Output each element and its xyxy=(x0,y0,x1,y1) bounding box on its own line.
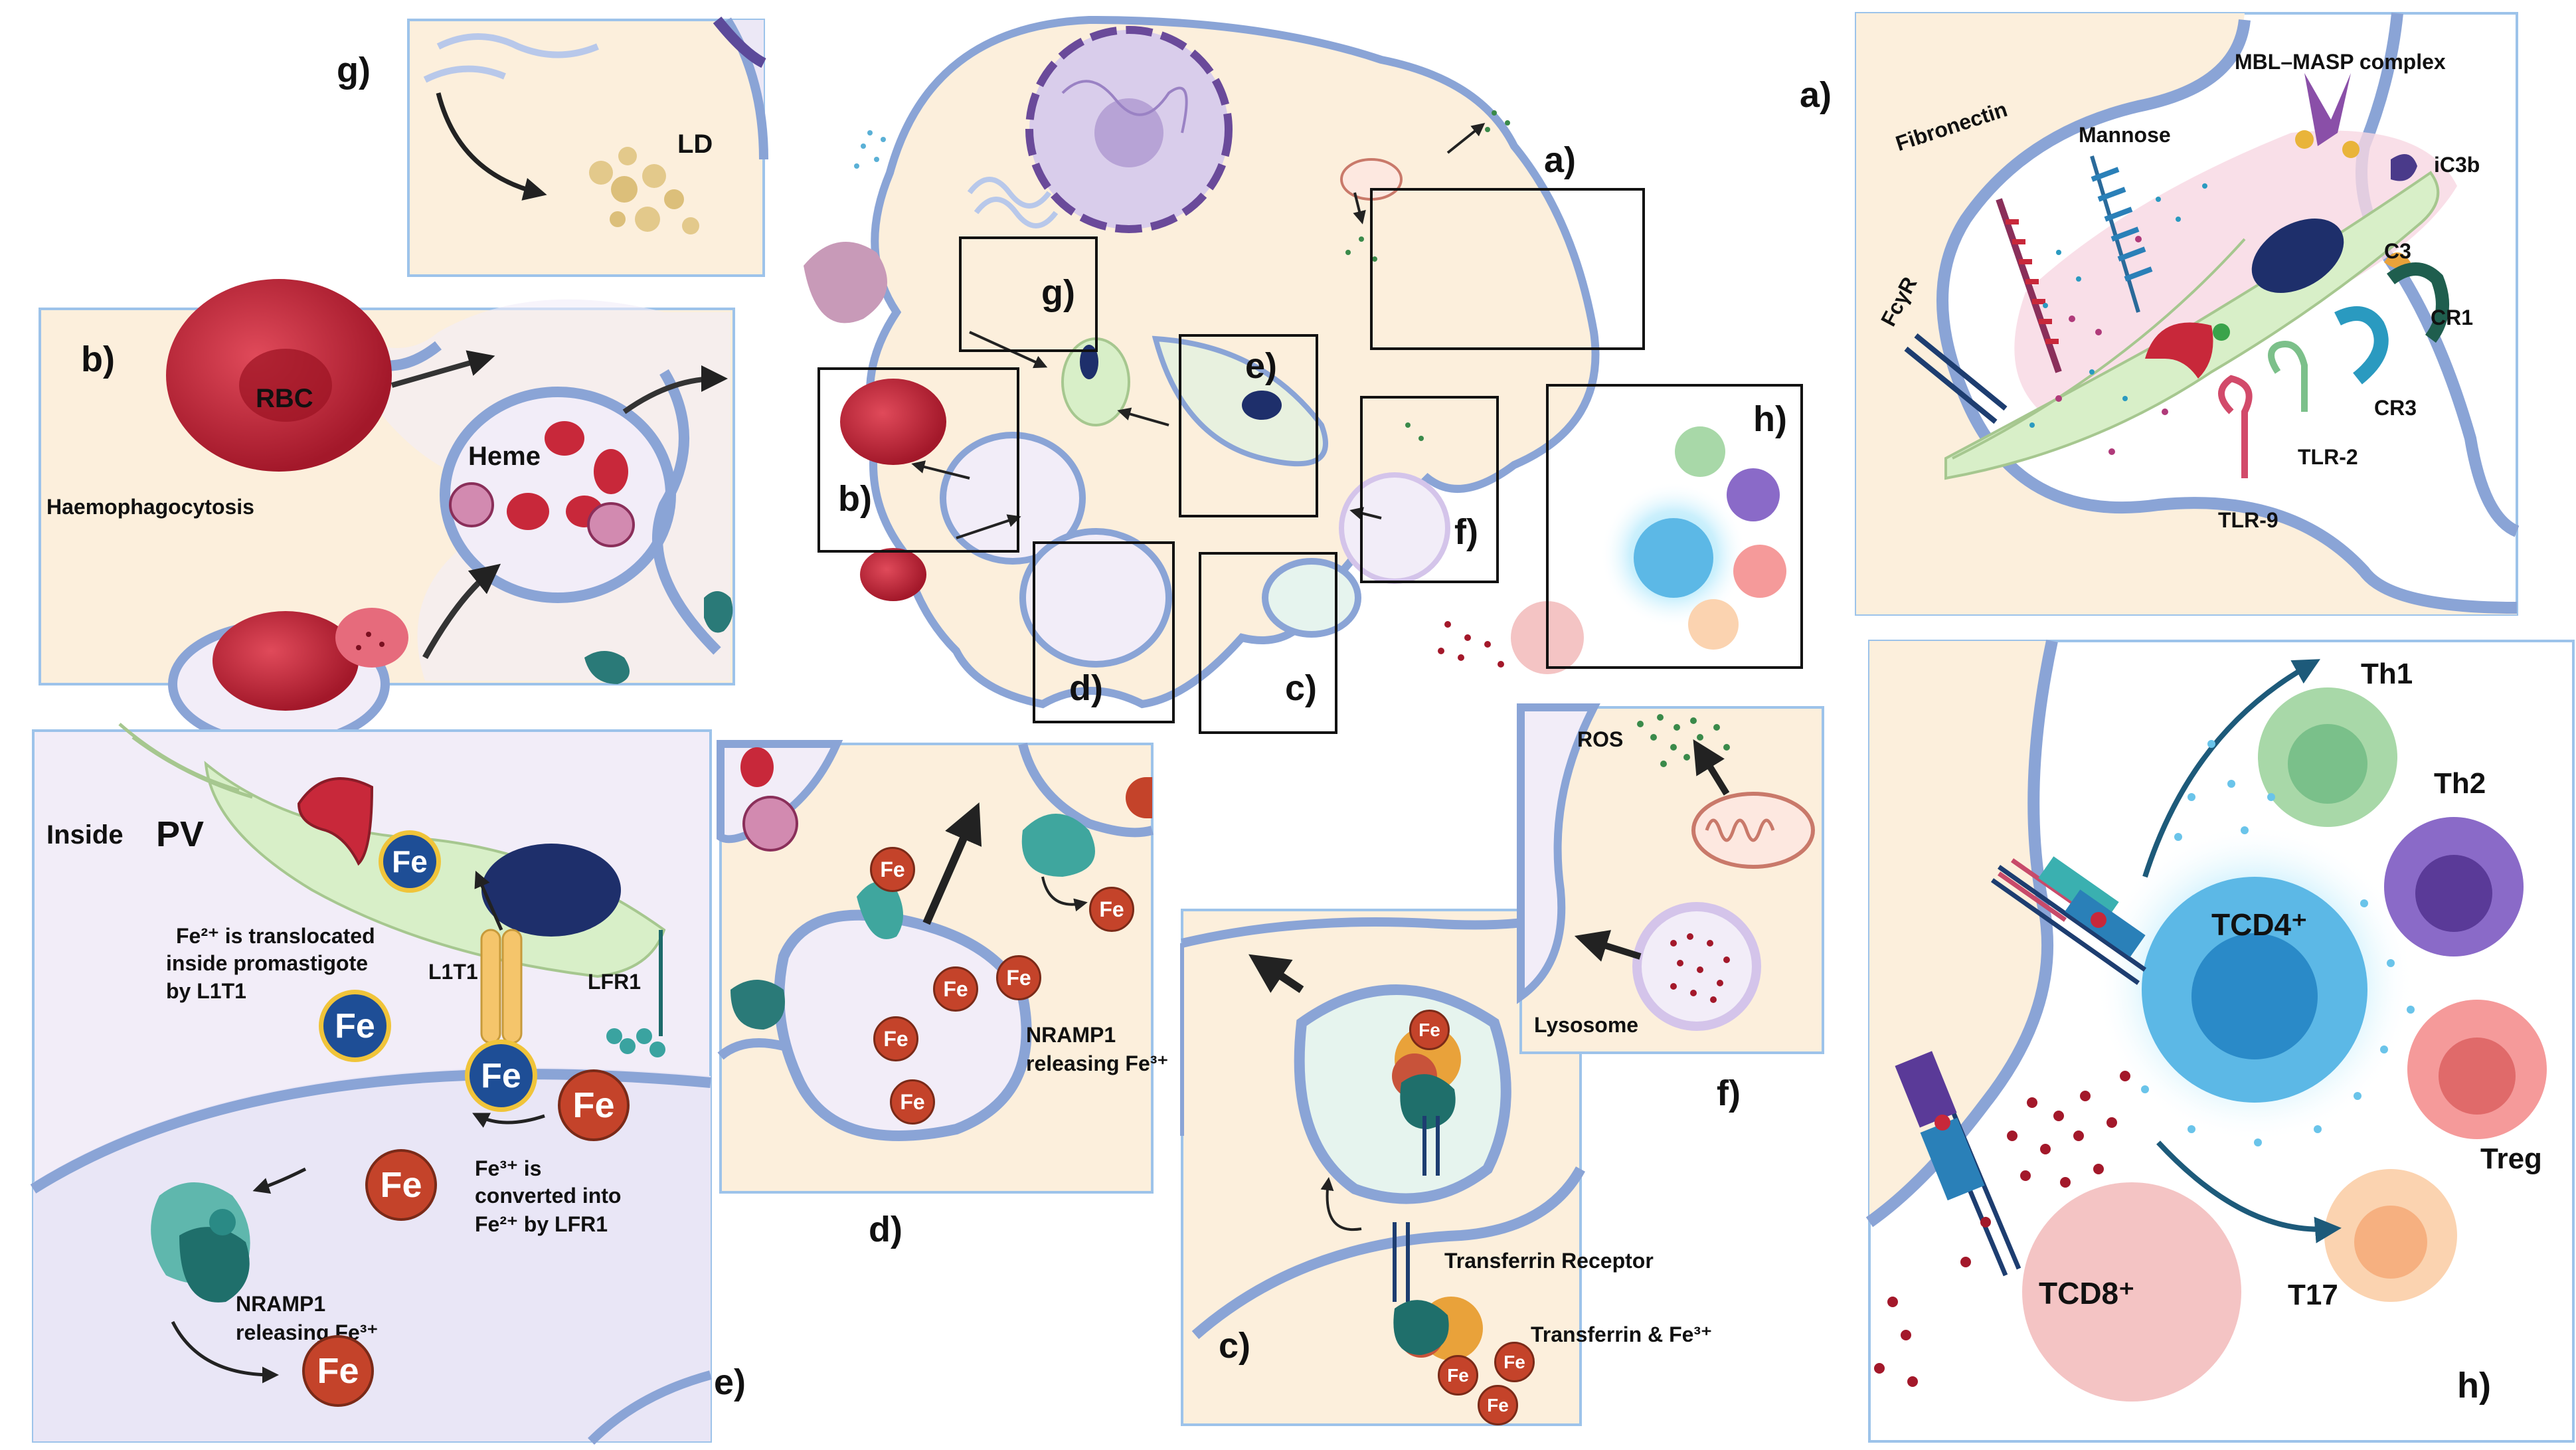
panel-f-drawing xyxy=(1517,703,1824,1054)
panel-d-nramp1-label: NRAMP1 xyxy=(1026,1023,1116,1047)
panel-e-nramp1-label: NRAMP1 xyxy=(236,1292,326,1316)
panel-h-tcd4-label: TCD4⁺ xyxy=(2211,907,2308,942)
fe3-ion-badge: Fe xyxy=(870,847,915,892)
center-box-e-letter: e) xyxy=(1245,346,1278,386)
panel-h-t17-label: T17 xyxy=(2288,1279,2338,1311)
fe3-ion-badge: Fe xyxy=(873,1016,918,1061)
fe2-ion-badge: Fe xyxy=(319,990,391,1062)
fe3-ion-badge: Fe xyxy=(996,955,1041,1000)
fe3-ion-badge: Fe xyxy=(1494,1342,1535,1382)
panel-a-ic3b-label: iC3b xyxy=(2434,153,2480,177)
center-box-f-letter: f) xyxy=(1454,512,1478,552)
panel-c-letter: c) xyxy=(1219,1326,1251,1366)
panel-d-drawing xyxy=(717,740,1154,1194)
panel-e-fe2-line1: Fe²⁺ is translocated xyxy=(176,924,375,948)
panel-c-tfr-label: Transferrin Receptor xyxy=(1444,1249,1654,1273)
fe3-ion-badge: Fe xyxy=(302,1335,374,1407)
fe3-ion-badge: Fe xyxy=(890,1079,935,1125)
fe3-ion-badge: Fe xyxy=(1478,1385,1518,1425)
panel-e-inside-label: Inside xyxy=(46,820,124,850)
central-cell-drawing xyxy=(804,15,1803,734)
panel-a-mbl-label: MBL–MASP complex xyxy=(2235,50,2446,74)
panel-a-c3-label: C3 xyxy=(2384,239,2411,263)
panel-h-drawing xyxy=(1865,640,2575,1443)
panel-c-tf-label: Transferrin & Fe³⁺ xyxy=(1531,1322,1712,1346)
fe3-ion-badge: Fe xyxy=(1438,1355,1478,1396)
panel-d-releasing-label: releasing Fe³⁺ xyxy=(1026,1051,1169,1075)
panel-e-fe3-line2: converted into xyxy=(475,1184,622,1208)
panel-a-letter: a) xyxy=(1800,75,1832,115)
panel-e-fe3-line3: Fe²⁺ by LFR1 xyxy=(475,1212,608,1236)
fe3-ion-badge: Fe xyxy=(1409,1010,1450,1050)
fe3-ion-badge: Fe xyxy=(933,966,978,1012)
panel-e-lfr1-label: LFR1 xyxy=(588,970,641,994)
panel-g-drawing xyxy=(407,17,768,277)
panel-e-pv-label: PV xyxy=(156,814,205,854)
panel-a-mannose-label: Mannose xyxy=(2079,123,2171,147)
panel-b-haemophagocytosis-label: Haemophagocytosis xyxy=(46,495,254,519)
panel-f-lysosome-label: Lysosome xyxy=(1534,1013,1639,1037)
panel-g-ld-label: LD xyxy=(677,130,713,159)
fe3-ion-badge: Fe xyxy=(365,1149,437,1221)
panel-c-drawing xyxy=(1180,905,1585,1426)
panel-b-drawing xyxy=(39,279,735,749)
panel-b-heme-label: Heme xyxy=(468,442,541,471)
panel-e-fe3-line1: Fe³⁺ is xyxy=(475,1156,542,1180)
panel-a-cr3-label: CR3 xyxy=(2374,396,2417,420)
fe2-ion-badge: Fe xyxy=(379,830,441,893)
fe3-ion-badge: Fe xyxy=(1089,887,1134,932)
panel-b-letter: b) xyxy=(81,339,115,379)
panel-e-l1t1-label: L1T1 xyxy=(428,960,478,984)
panel-g-letter: g) xyxy=(337,50,371,90)
center-box-c-letter: c) xyxy=(1285,668,1318,708)
panel-e-letter: e) xyxy=(714,1362,746,1402)
panel-a-drawing xyxy=(1855,12,2520,616)
panel-a-tlr9-label: TLR-9 xyxy=(2218,508,2278,532)
panel-h-treg-label: Treg xyxy=(2480,1142,2542,1175)
panel-e-fe2-line3: by L1T1 xyxy=(166,979,246,1003)
panel-d-letter: d) xyxy=(869,1210,902,1249)
panel-f-letter: f) xyxy=(1717,1073,1741,1113)
fe2-ion-badge: Fe xyxy=(465,1040,537,1112)
panel-f-ros-label: ROS xyxy=(1577,727,1624,751)
fe3-ion-badge: Fe xyxy=(558,1069,630,1141)
panel-e-fe2-line2: inside promastigote xyxy=(166,951,369,975)
panel-a-tlr2-label: TLR-2 xyxy=(2298,445,2358,469)
center-box-d-letter: d) xyxy=(1069,668,1103,708)
panel-h-letter: h) xyxy=(2457,1366,2491,1405)
center-box-g-letter: g) xyxy=(1041,273,1075,313)
center-box-b-letter: b) xyxy=(838,479,872,519)
panel-b-rbc-label: RBC xyxy=(256,384,313,413)
panel-a-cr1-label: CR1 xyxy=(2431,306,2474,329)
panel-h-tcd8-label: TCD8⁺ xyxy=(2039,1276,2135,1311)
panel-h-th1-label: Th1 xyxy=(2361,658,2413,690)
center-box-h-letter: h) xyxy=(1753,399,1787,439)
center-box-a-letter: a) xyxy=(1544,140,1577,180)
panel-h-th2-label: Th2 xyxy=(2434,767,2486,800)
